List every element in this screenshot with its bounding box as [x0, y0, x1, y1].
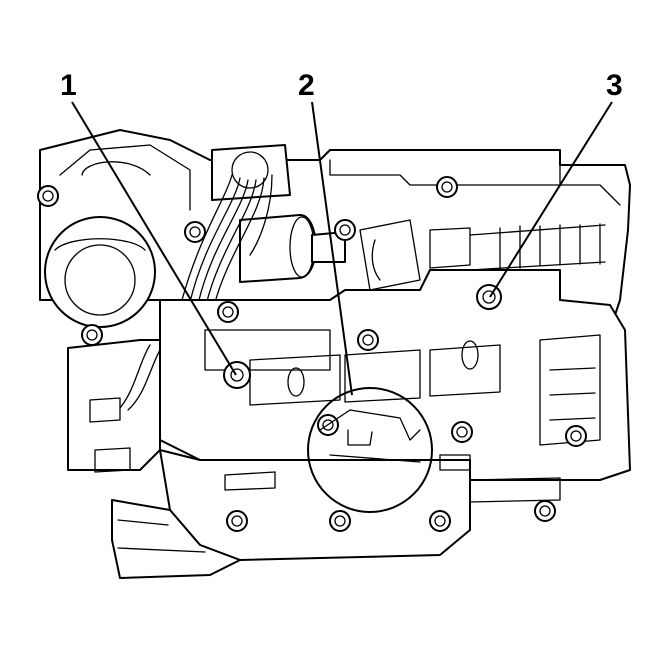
callout-label-1: 1: [60, 69, 77, 102]
lower-housing: [111, 499, 241, 579]
bolts: [37, 176, 587, 532]
bolt-icon: [534, 500, 556, 522]
bolt-icon: [37, 185, 59, 207]
bolt-icon: [226, 510, 248, 532]
callout-3: 3: [489, 69, 623, 298]
bolt-icon: [451, 421, 473, 443]
bolt-icon: [184, 221, 206, 243]
bolt-icon: [223, 361, 251, 389]
detail-circle: [307, 387, 433, 513]
round-boss: [44, 216, 156, 328]
leader-line-2: [311, 101, 353, 396]
connector-block: [67, 339, 161, 473]
leader-line-1: [71, 101, 237, 376]
bolt-icon: [334, 219, 356, 241]
bolt-icon: [476, 284, 502, 310]
bolt-icon: [357, 329, 379, 351]
bolt-icon: [217, 301, 239, 323]
bolt-icon: [81, 324, 103, 346]
callout-2: 2: [298, 69, 353, 396]
callout-label-2: 2: [298, 69, 315, 102]
solenoid-wiring: [181, 144, 346, 307]
bolt-icon: [565, 425, 587, 447]
bolt-icon: [429, 510, 451, 532]
bolt-icon: [329, 510, 351, 532]
leader-line-3: [489, 101, 613, 298]
bolt-icon: [436, 176, 458, 198]
valve-body: [159, 219, 631, 481]
callout-label-3: 3: [606, 69, 623, 102]
callout-1: 1: [60, 69, 237, 376]
